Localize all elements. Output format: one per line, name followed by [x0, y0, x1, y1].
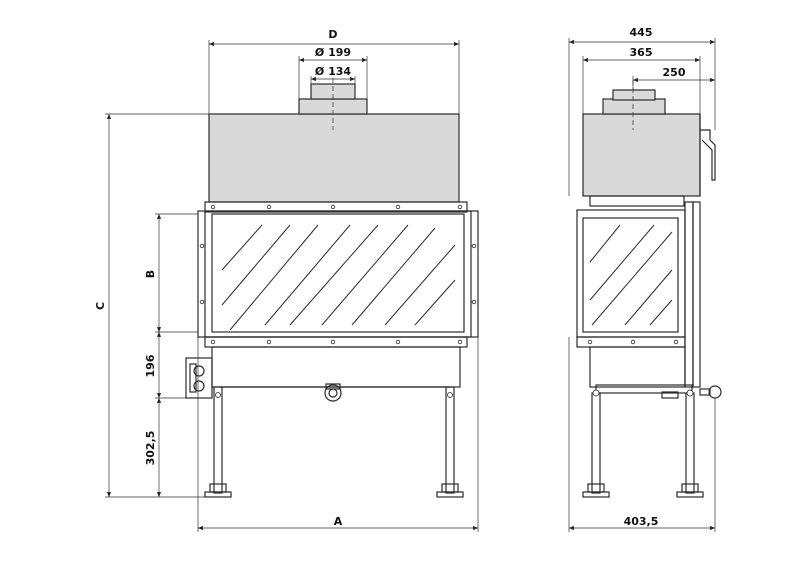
- dim-label-B: B: [144, 270, 157, 278]
- dim-label-302-5: 302,5: [144, 431, 157, 466]
- dim-label-D: D: [328, 28, 337, 41]
- front-bolts: [199, 204, 477, 345]
- dim-label-dia-134: Ø 134: [315, 65, 351, 78]
- dim-label-196: 196: [144, 354, 157, 377]
- front-glass-hatch: [221, 224, 456, 331]
- front-dimensions: D Ø 199 Ø 134 C B 196 302,5 A: [94, 28, 479, 532]
- front-glass: [211, 213, 465, 333]
- dim-label-250: 250: [663, 66, 686, 79]
- side-hood: [582, 113, 701, 197]
- dim-label-403-5: 403,5: [624, 515, 659, 528]
- front-hood: [208, 113, 460, 203]
- side-regulator: [185, 357, 213, 399]
- side-dimensions: 445 365 250 403,5: [568, 26, 716, 532]
- side-view: [576, 80, 722, 498]
- dim-label-dia-199: Ø 199: [315, 46, 351, 59]
- front-view: [185, 70, 479, 498]
- dim-label-445: 445: [630, 26, 653, 39]
- side-glass-hatch: [589, 224, 673, 326]
- front-base: [211, 346, 461, 388]
- front-legs: [204, 386, 464, 498]
- dim-label-A: A: [334, 515, 343, 528]
- air-control-knob: [324, 383, 342, 402]
- dim-label-365: 365: [630, 46, 653, 59]
- dim-label-C: C: [94, 302, 107, 310]
